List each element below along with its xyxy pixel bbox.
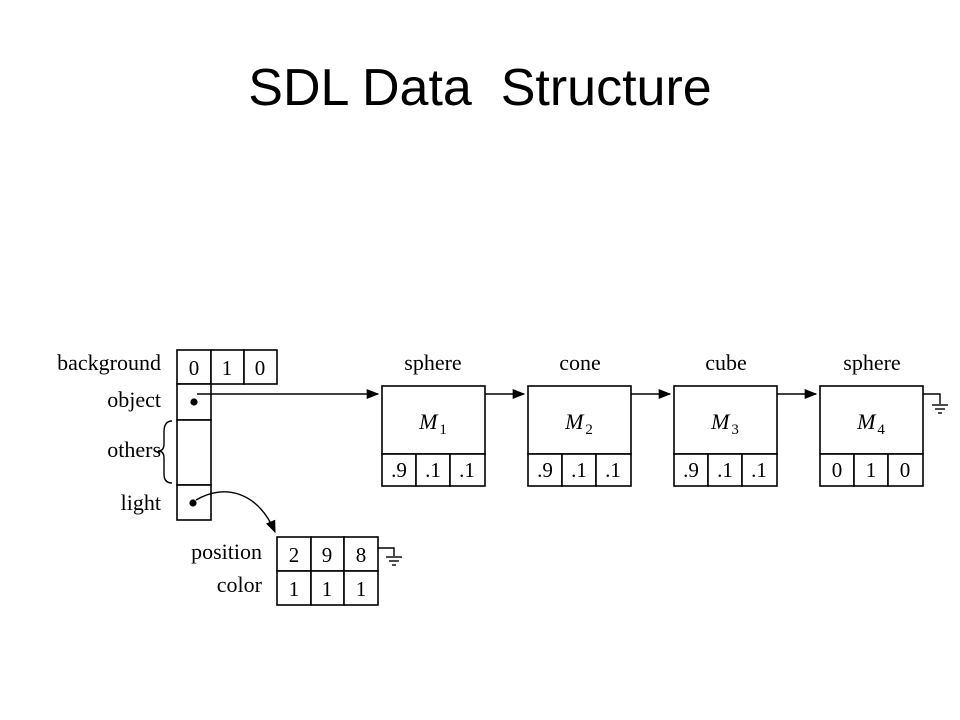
position-value: 2 [289,543,300,567]
position-label: position [191,539,262,564]
color-value: 1 [322,577,333,601]
matrix-box [673,385,778,455]
material-cell [595,453,632,487]
null-ground-icon [923,393,948,414]
material-value: 0 [832,458,843,482]
field-label-object: object [107,387,161,412]
object-type-label: sphere [843,350,900,375]
field-label-light: light [121,490,161,515]
material-value: .1 [459,458,475,482]
color-cell [343,570,379,606]
material-value: .1 [717,458,733,482]
scene-record: background object others light 0 1 0 [57,349,278,521]
others-brace [157,420,173,484]
position-value: 8 [356,543,367,567]
light-pointer-arrow [195,491,276,534]
matrix-box [819,385,924,455]
background-value-1: 1 [222,356,233,380]
background-value-2: 0 [255,356,266,380]
slide-title: SDL Data Structure [248,59,712,117]
material-value: .1 [425,458,441,482]
light-node: position color 2 9 8 1 1 1 [191,536,379,606]
field-label-background: background [57,350,161,375]
material-cell [853,453,889,487]
material-value: 0 [900,458,911,482]
position-cell [310,536,345,572]
object-type-label: cube [705,350,747,375]
color-value: 1 [356,577,367,601]
light-null-ground-icon [378,547,402,566]
material-cell [381,453,417,487]
material-value: .1 [751,458,767,482]
background-value-0: 0 [189,356,200,380]
object-type-label: sphere [404,350,461,375]
background-cell-1 [210,349,245,385]
color-cell [310,570,345,606]
material-cell [449,453,486,487]
color-value: 1 [289,577,300,601]
material-cell [561,453,597,487]
color-label: color [217,572,263,597]
others-slot [176,419,212,486]
object-pointer-dot [190,398,198,406]
position-cell [343,536,379,572]
background-cell-2 [243,349,278,385]
object-type-label: cone [559,350,601,375]
material-cell [707,453,743,487]
material-cell [887,453,924,487]
light-pointer-dot [189,499,197,507]
material-value: .1 [605,458,621,482]
material-value: 1 [866,458,877,482]
matrix-box [381,385,486,455]
material-value: .9 [537,458,553,482]
material-cell [673,453,709,487]
material-cell [527,453,563,487]
material-cell [741,453,778,487]
position-value: 9 [322,543,333,567]
light-slot [176,484,212,521]
material-value: .1 [571,458,587,482]
field-label-others: others [107,437,161,462]
material-value: .9 [391,458,407,482]
material-value: .9 [683,458,699,482]
material-cell [819,453,855,487]
